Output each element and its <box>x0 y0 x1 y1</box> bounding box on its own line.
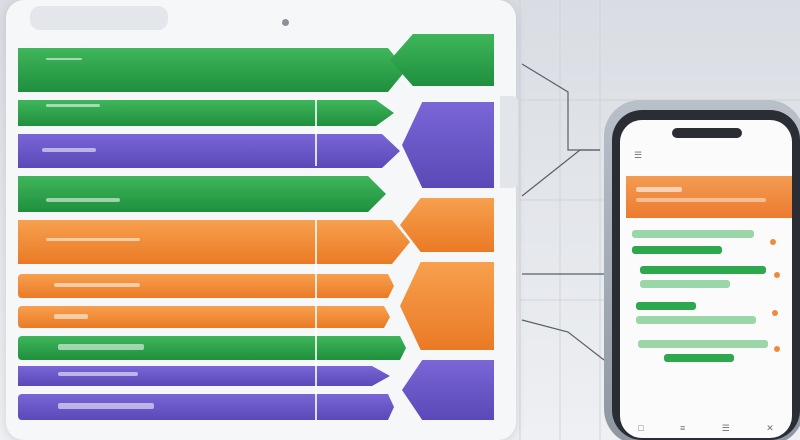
list-item[interactable] <box>636 316 756 324</box>
bar-purple-2 <box>18 366 390 386</box>
bar-purple-1 <box>18 134 400 168</box>
panel-side-tab <box>500 96 518 188</box>
bar-orange-2 <box>18 274 394 298</box>
bar-green-1 <box>18 48 406 92</box>
list-item[interactable] <box>632 246 722 254</box>
list-item-indicator <box>774 272 780 278</box>
card-purple <box>402 102 494 188</box>
list-item[interactable] <box>664 354 734 362</box>
center-divider-lower <box>315 220 317 420</box>
menu-icon[interactable]: ☰ <box>634 150 643 160</box>
list-item-indicator <box>774 346 780 352</box>
square-icon[interactable]: □ <box>638 423 644 433</box>
bar-green-4 <box>18 336 406 360</box>
list-item[interactable] <box>640 266 766 274</box>
close-icon[interactable]: ✕ <box>766 422 774 433</box>
bar-orange-1 <box>18 220 410 264</box>
list-item-indicator <box>770 239 776 245</box>
screen-header-banner <box>626 176 792 218</box>
card-orange-large <box>400 262 494 350</box>
center-divider <box>315 100 317 166</box>
list-item[interactable] <box>638 340 768 348</box>
list-item[interactable] <box>640 280 730 288</box>
bottom-nav: □ ≡ ☰ ✕ <box>620 420 792 436</box>
card-orange-small <box>400 198 494 252</box>
card-purple-bottom <box>402 360 494 420</box>
panel-tab-pill <box>30 6 168 30</box>
stack-icon[interactable]: ≡ <box>680 423 686 433</box>
phone-screen: ☰ □ ≡ ☰ ✕ <box>620 120 792 438</box>
list-item-indicator <box>772 310 778 316</box>
bar-green-3 <box>18 176 386 212</box>
list-item[interactable] <box>632 230 754 238</box>
list-item[interactable] <box>636 302 696 310</box>
bar-orange-3 <box>18 306 390 328</box>
menu-icon[interactable]: ☰ <box>721 422 730 433</box>
panel-dot <box>282 19 289 26</box>
bar-green-2 <box>18 100 394 126</box>
card-green <box>390 34 494 86</box>
bar-purple-3 <box>18 394 394 420</box>
phone-notch <box>672 128 742 138</box>
